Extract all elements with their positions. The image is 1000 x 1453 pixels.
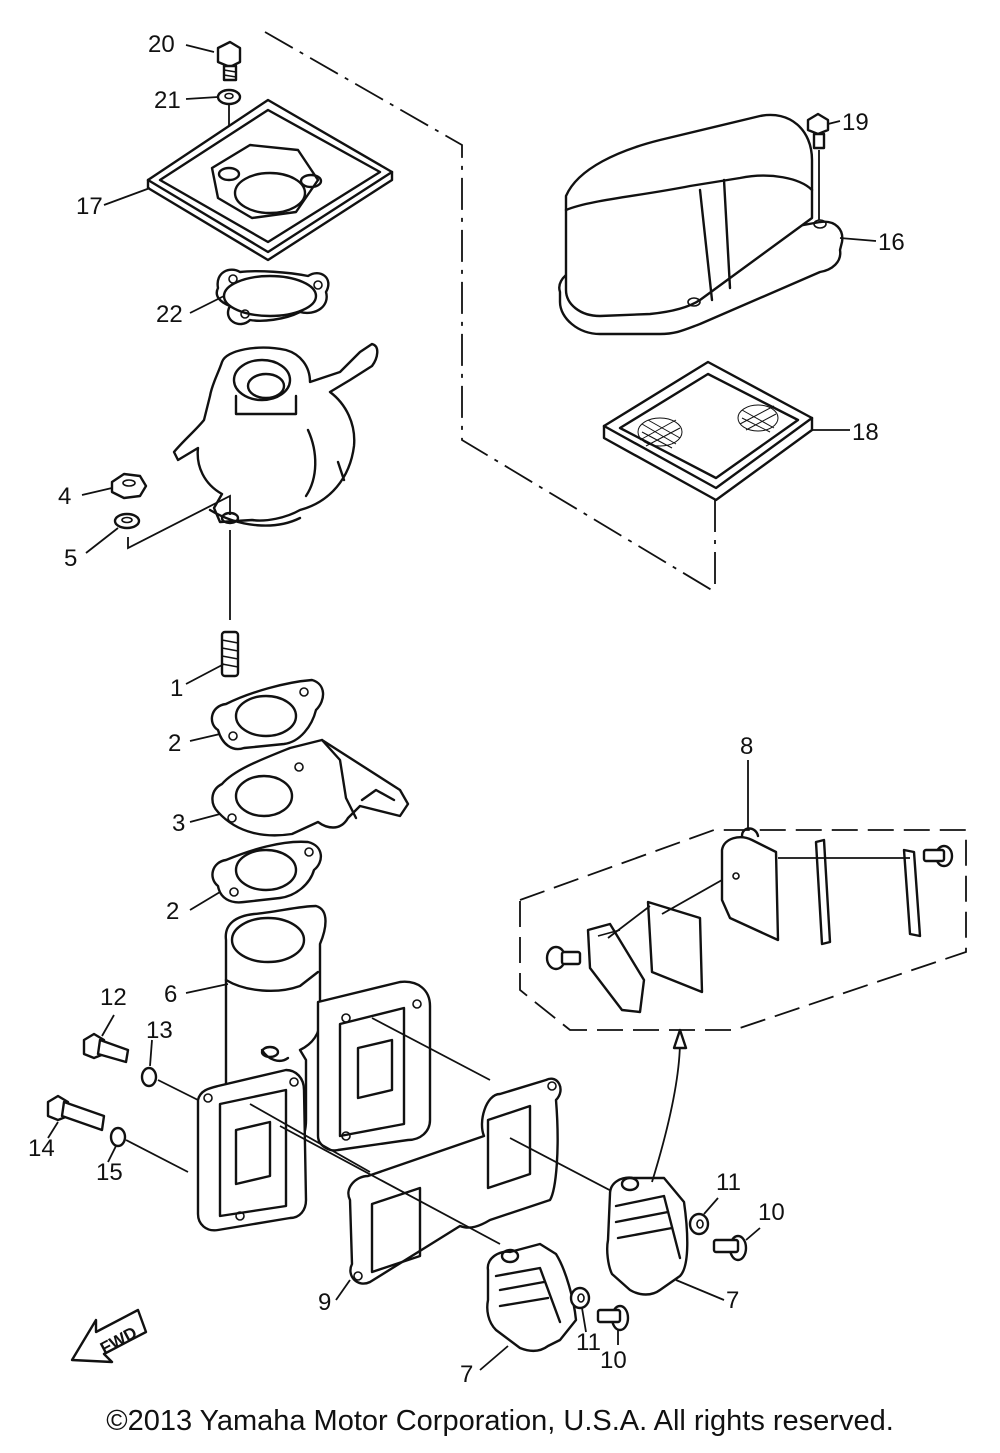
assembly-line-upper: [264, 31, 716, 593]
label-22: 22: [156, 301, 183, 328]
reed-valve-7-upper: [606, 1176, 689, 1296]
label-5: 5: [64, 545, 77, 572]
label-4: 4: [58, 483, 71, 510]
label-12: 12: [100, 984, 127, 1011]
washer-21: [216, 88, 242, 106]
bolt-19: [806, 112, 830, 150]
label-1: 1: [170, 675, 183, 702]
label-2-upper: 2: [168, 730, 181, 757]
label-6: 6: [164, 981, 177, 1008]
bolt-12: [82, 1032, 130, 1064]
label-7-upper: 7: [726, 1287, 739, 1314]
washer-5: [113, 512, 141, 530]
screen-gasket-18: [602, 360, 814, 502]
screw-10-upper: [712, 1234, 748, 1262]
label-10-upper: 10: [758, 1199, 785, 1226]
label-16: 16: [878, 229, 905, 256]
washer-13: [140, 1066, 158, 1088]
label-11-lower: 11: [576, 1329, 601, 1356]
bolt-20: [216, 40, 242, 82]
label-17: 17: [76, 193, 103, 220]
fwd-arrow-icon: FWD: [70, 1308, 148, 1364]
stud-1: [220, 630, 240, 678]
label-21: 21: [154, 87, 181, 114]
cover-plate-17: [146, 98, 394, 262]
washer-11-upper: [688, 1212, 710, 1236]
label-11-upper: 11: [716, 1169, 741, 1196]
label-7-lower: 7: [460, 1361, 473, 1388]
gasket-22: [215, 268, 330, 326]
label-14: 14: [28, 1135, 55, 1162]
nut-4: [110, 472, 148, 500]
label-13: 13: [146, 1017, 173, 1044]
label-20: 20: [148, 31, 175, 58]
label-8: 8: [740, 733, 753, 760]
silencer-cover-16: [558, 113, 844, 336]
intake-manifold-6: [196, 904, 432, 1232]
copyright-notice: ©2013 Yamaha Motor Corporation, U.S.A. A…: [106, 1405, 894, 1437]
exploded-reed-parts: [545, 827, 954, 1014]
label-15: 15: [96, 1159, 123, 1186]
parts-diagram: FWD 20 21 17 22 4 5 1 2 3 2 6 12 13 14 1…: [28, 31, 967, 1388]
reed-valve-7-lower: [486, 1242, 578, 1352]
gasket-2-upper: [210, 678, 325, 751]
label-3: 3: [172, 810, 185, 837]
label-10-lower: 10: [600, 1347, 627, 1374]
label-9: 9: [318, 1289, 331, 1316]
carburetor: [172, 342, 379, 527]
label-19: 19: [842, 109, 869, 136]
gasket-2-lower: [211, 840, 322, 904]
explode-arrow: [651, 1039, 681, 1183]
label-2-lower: 2: [166, 898, 179, 925]
reed-valve-assembly-box-8: [519, 829, 967, 1031]
label-18: 18: [852, 419, 879, 446]
washer-15: [109, 1126, 127, 1148]
washer-11-lower: [569, 1286, 591, 1310]
screw-10-lower: [596, 1304, 630, 1332]
plate-3: [211, 738, 410, 837]
bolt-14: [46, 1094, 106, 1132]
